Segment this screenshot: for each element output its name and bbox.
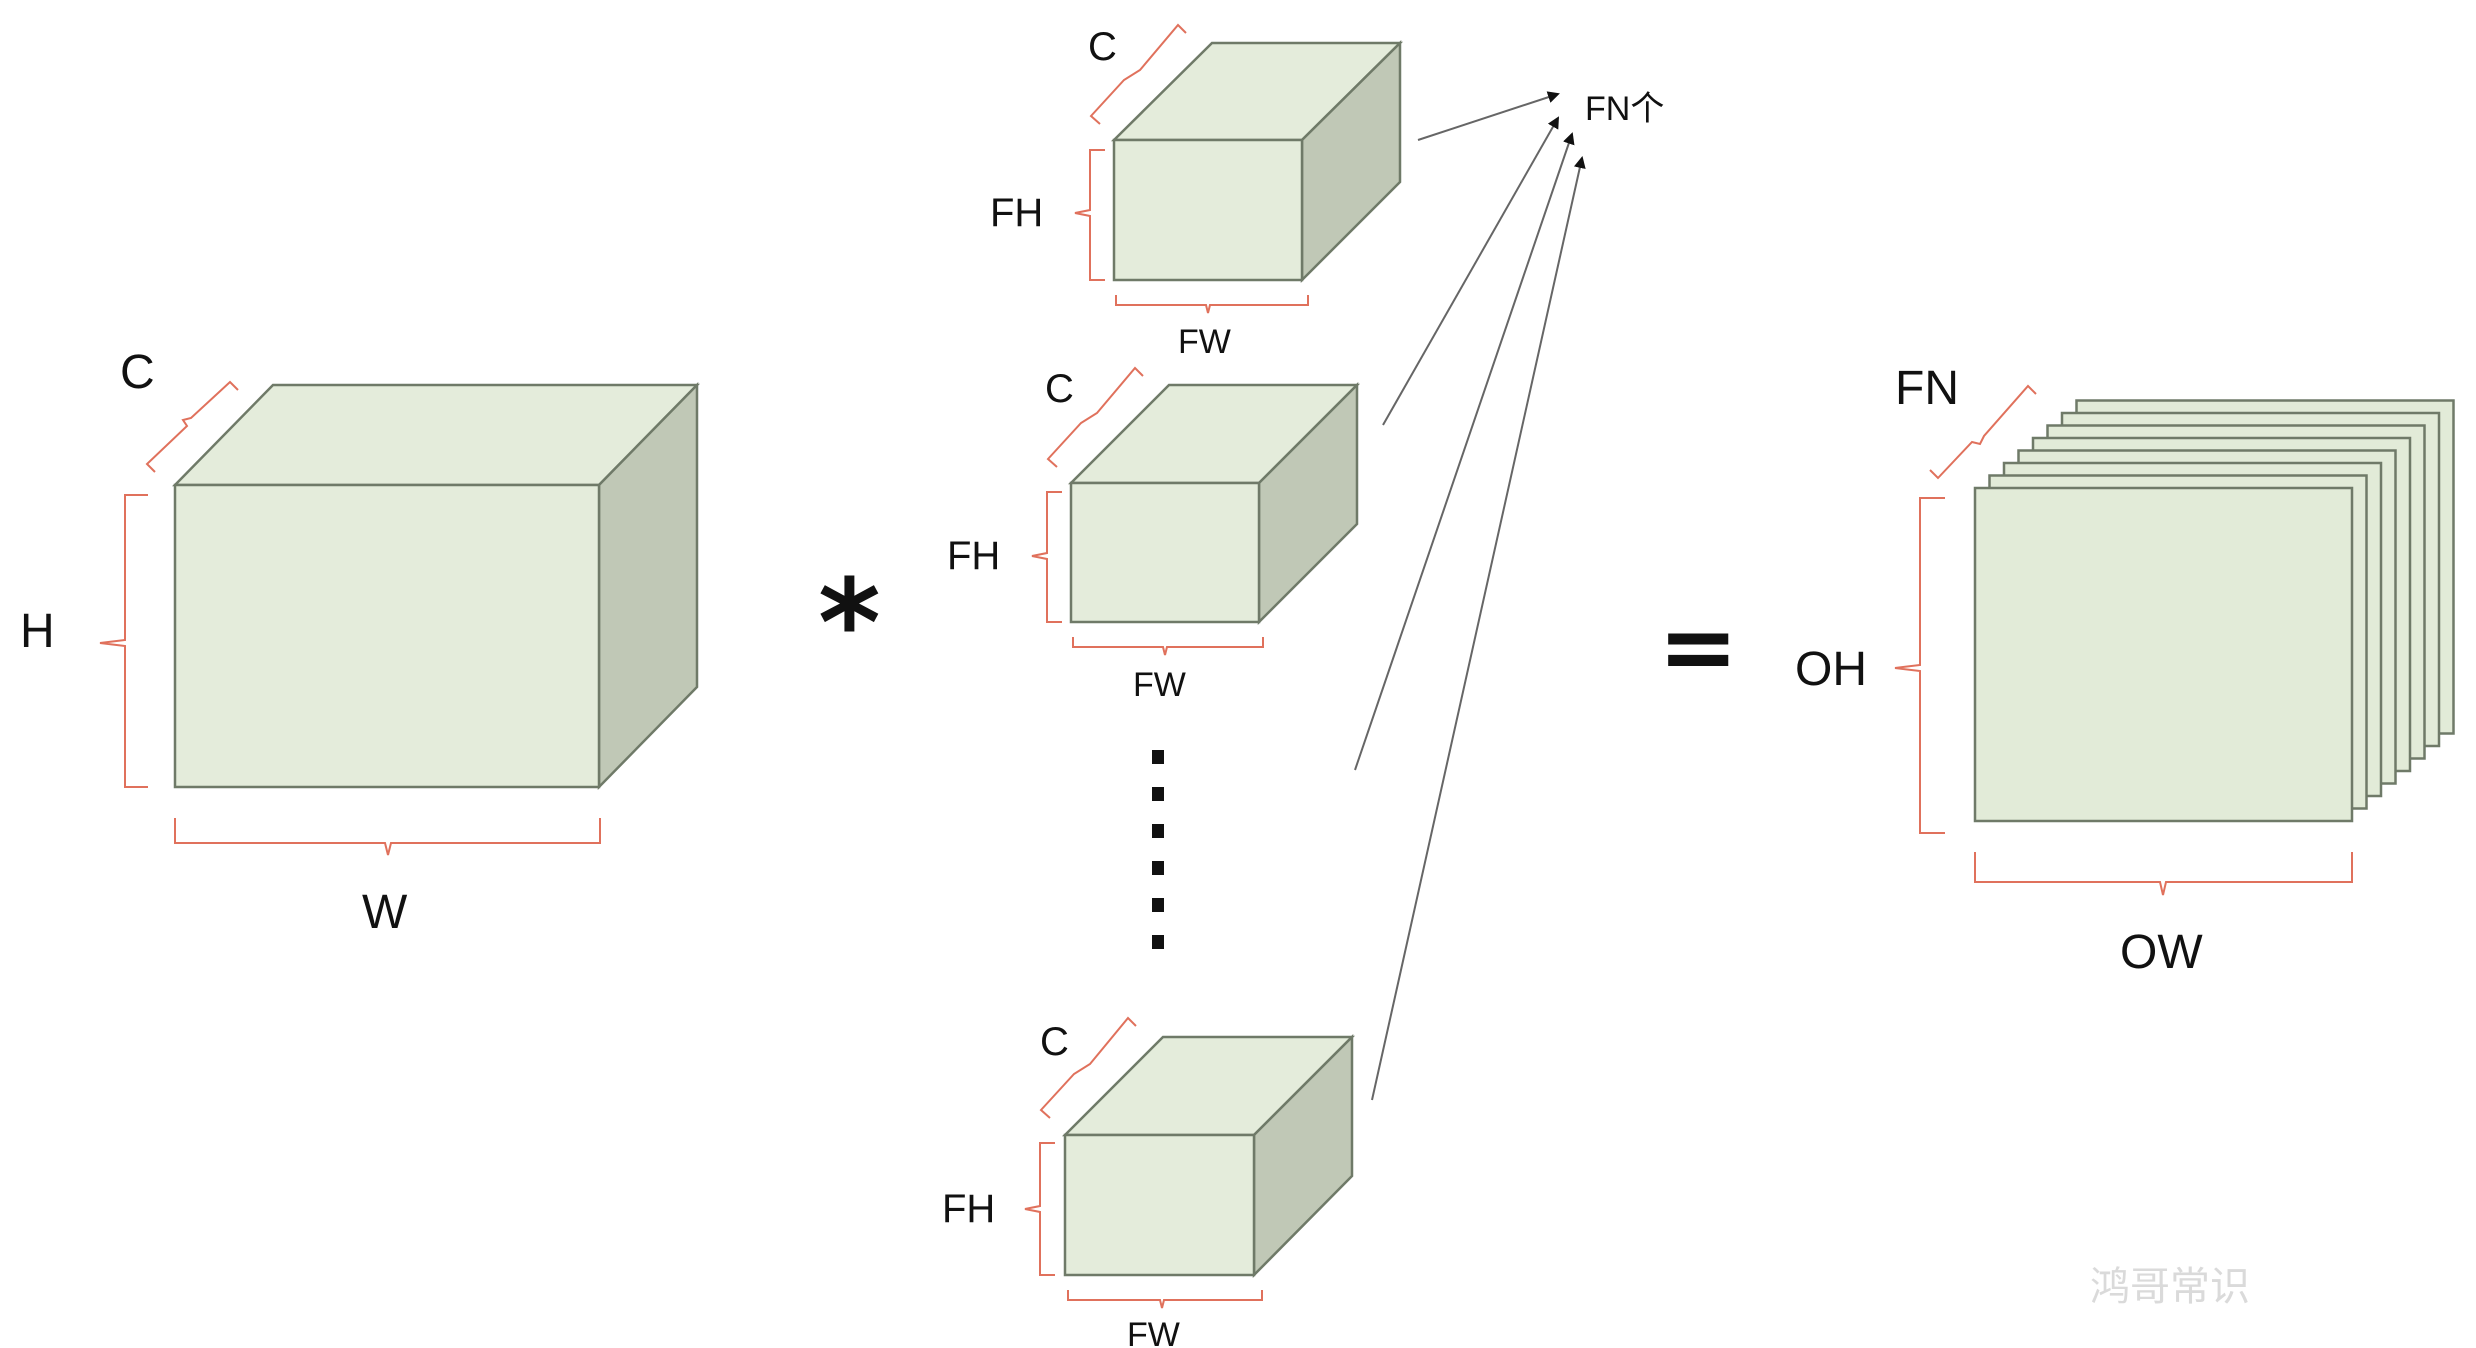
output-fn-label: FN: [1895, 362, 1959, 415]
filter-c-brace: [1046, 366, 1144, 468]
filter-fh-label: FH: [942, 1187, 995, 1231]
ellipsis-dot: [1152, 750, 1164, 764]
filter-fh-label: FH: [990, 191, 1043, 235]
filter-fw-brace: [1072, 637, 1264, 656]
filter-volume-front: [1069, 481, 1261, 624]
filter-ellipsis: [1152, 750, 1164, 949]
filter-fw-label: FW: [1178, 323, 1231, 361]
multiply-operator: *: [818, 555, 881, 694]
output-oh-brace: [1894, 497, 1945, 834]
input-h-label: H: [20, 605, 55, 658]
watermark: 鸿哥常识: [2090, 1264, 2250, 1310]
ellipsis-dot: [1152, 861, 1164, 875]
filter-arrow: [1417, 91, 1560, 141]
filter-arrow: [1371, 156, 1586, 1101]
filter-fw-label: FW: [1127, 1316, 1180, 1348]
filter-c-label: C: [1088, 25, 1117, 69]
filter-c-label: C: [1045, 367, 1074, 411]
output-oh-label: OH: [1795, 643, 1867, 696]
input-c-label: C: [120, 346, 155, 399]
output-fn-brace: [1929, 384, 2037, 480]
input-volume: [172, 381, 700, 791]
filter-arrow: [1354, 132, 1575, 771]
filter-count-label: FN个: [1585, 90, 1664, 128]
output-feature-maps: [1973, 399, 2455, 823]
filter-volume: [1061, 1033, 1356, 1279]
filter-arrow: [1382, 116, 1559, 426]
filter-fw-label: FW: [1133, 666, 1186, 704]
input-c-brace: [145, 380, 239, 473]
filter-volume-front: [1112, 138, 1304, 282]
ellipsis-dot: [1152, 935, 1164, 949]
ellipsis-dot: [1152, 787, 1164, 801]
input-h-brace: [99, 494, 148, 788]
filter-volume: [1110, 40, 1404, 284]
filter-volume: [1067, 381, 1361, 626]
filter-c-brace: [1039, 1016, 1137, 1119]
filter-fw-brace: [1067, 1290, 1263, 1309]
filter-fh-brace: [1031, 491, 1062, 623]
input-volume-front: [173, 483, 601, 789]
filter-fh-brace: [1024, 1142, 1055, 1276]
filter-fw-brace: [1115, 295, 1309, 314]
output-ow-brace: [1974, 852, 2353, 896]
input-w-brace: [174, 818, 601, 856]
ellipsis-dot: [1152, 898, 1164, 912]
output-ow-label: OW: [2120, 926, 2203, 979]
filter-volume-front: [1063, 1133, 1256, 1277]
filter-c-brace: [1089, 23, 1187, 125]
equals-operator: =: [1658, 591, 1738, 703]
filter-c-label: C: [1040, 1020, 1069, 1064]
filter-fh-label: FH: [947, 534, 1000, 578]
input-w-label: W: [362, 886, 408, 939]
filter-fh-brace: [1074, 149, 1105, 281]
ellipsis-dot: [1152, 824, 1164, 838]
output-feature-map-front: [1973, 486, 2354, 823]
